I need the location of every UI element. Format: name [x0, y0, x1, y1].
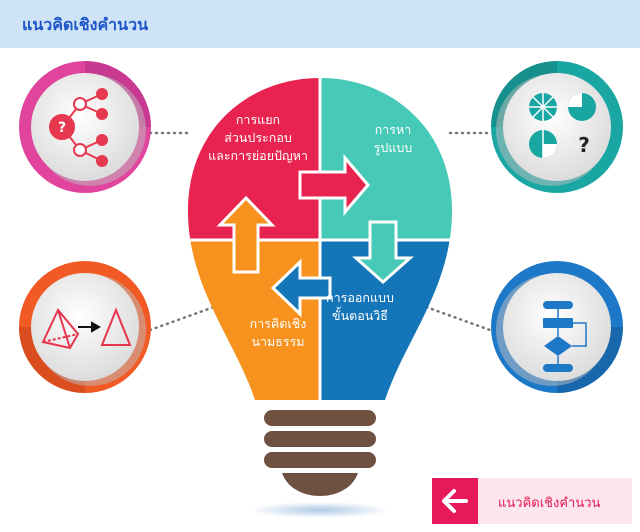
- bulb: [187, 78, 453, 400]
- bulb-piece-pattern: [320, 78, 453, 240]
- diagram-svg: การแยกส่วนประกอบและการย่อยปัญหา การหารูป…: [19, 61, 623, 518]
- pattern-circle: ?: [491, 61, 623, 193]
- decomposition-tree-icon: [49, 88, 108, 167]
- bulb-shadow: [250, 502, 390, 518]
- bulb-labels: การแยกส่วนประกอบและการย่อยปัญหา การหารูป…: [208, 112, 412, 349]
- question-mark-glyph: ?: [578, 133, 590, 157]
- label-algorithm: การออกแบบขั้นตอนวิธี: [326, 290, 394, 323]
- back-button[interactable]: แนวคิดเชิงคำนวน: [432, 478, 632, 524]
- abstraction-circle: [19, 261, 151, 393]
- label-decomposition: การแยกส่วนประกอบและการย่อยปัญหา: [208, 112, 308, 163]
- arrow-teal-down: [352, 220, 414, 285]
- pattern-pies-icon: [529, 93, 596, 158]
- pyramid-to-triangle-icon: [41, 307, 132, 350]
- decomposition-circle: ?: [19, 61, 151, 193]
- main-canvas: การแยกส่วนประกอบและการย่อยปัญหา การหารูป…: [0, 48, 640, 528]
- header-bar: แนวคิดเชิงคำนวน: [0, 0, 640, 48]
- back-button-label: แนวคิดเชิงคำนวน: [498, 496, 601, 511]
- question-mark-glyph: ?: [58, 120, 66, 136]
- label-pattern: การหารูปแบบ: [374, 122, 413, 156]
- algorithm-circle: [491, 261, 623, 393]
- arrow-blue-left: [270, 258, 332, 318]
- arrow-orange-up: [216, 195, 276, 274]
- arrow-red-right: [298, 153, 370, 217]
- bulb-base: [264, 410, 376, 496]
- flowchart-icon: [543, 301, 587, 372]
- arrow-left-icon: [442, 489, 468, 513]
- page-title: แนวคิดเชิงคำนวน: [22, 15, 149, 34]
- label-abstraction: การคิดเชิงนามธรรม: [250, 316, 307, 349]
- back-arrow-box[interactable]: [432, 478, 478, 524]
